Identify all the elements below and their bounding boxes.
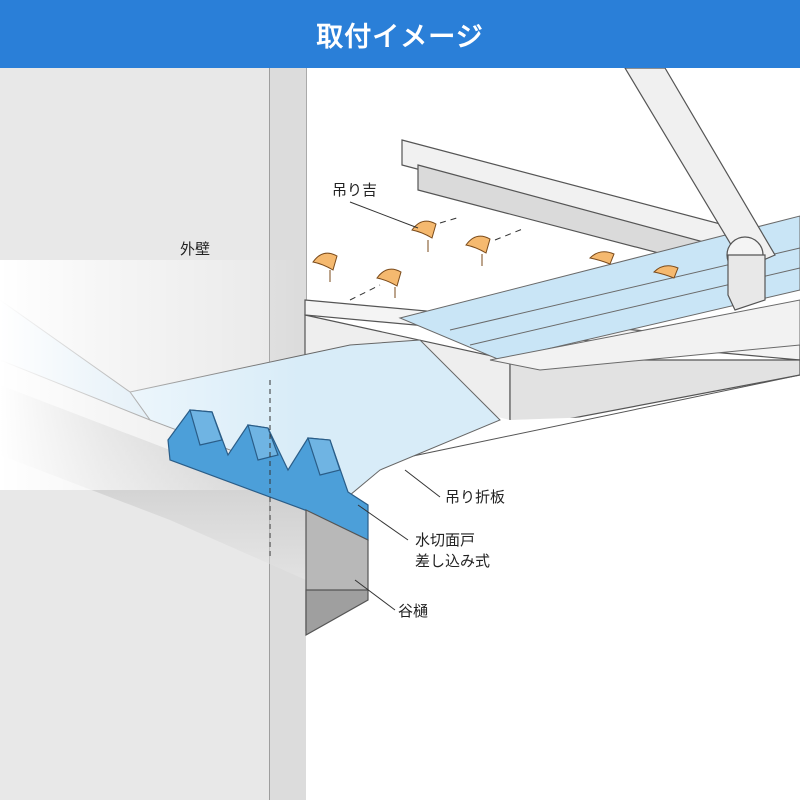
- hanger-clip-6: [652, 265, 679, 279]
- hanger-clip-1: [312, 252, 338, 282]
- gutter-leader: [354, 579, 396, 611]
- diagram-svg: 外壁 吊り吉 吊り折板 水切面戸 差し込み式 谷樋: [0, 67, 800, 800]
- hanger-clips: [312, 220, 679, 298]
- folded-plate-leader: [404, 469, 441, 498]
- header-bar: 取付イメージ: [0, 0, 800, 68]
- installation-diagram: 外壁 吊り吉 吊り折板 水切面戸 差し込み式 谷樋: [0, 67, 800, 800]
- hanger-clip-5: [588, 251, 615, 265]
- flashing-leader: [357, 504, 409, 541]
- label-flashing-line1: 水切面戸: [415, 531, 475, 549]
- hanger-leader: [349, 201, 419, 229]
- leader-lines: [349, 201, 441, 611]
- label-flashing-line2: 差し込み式: [415, 552, 490, 570]
- diagonal-brace: [623, 67, 776, 311]
- roof-deck-edge: [369, 374, 800, 466]
- page-title: 取付イメージ: [316, 21, 484, 53]
- label-gutter: 谷樋: [398, 602, 428, 620]
- valley-gutter: [305, 509, 369, 637]
- clip-dashed-guides: [349, 216, 526, 301]
- label-outer-wall: 外壁: [180, 240, 210, 258]
- label-hanger: 吊り吉: [332, 181, 377, 199]
- hanger-clip-4: [465, 235, 491, 266]
- label-folded-plate: 吊り折板: [445, 488, 505, 506]
- water-cut-flashing: [167, 409, 369, 541]
- hanger-clip-3: [411, 220, 437, 252]
- folded-plate-panel: [398, 215, 800, 371]
- roof-deck: [306, 370, 800, 800]
- hanger-clip-2: [376, 268, 402, 298]
